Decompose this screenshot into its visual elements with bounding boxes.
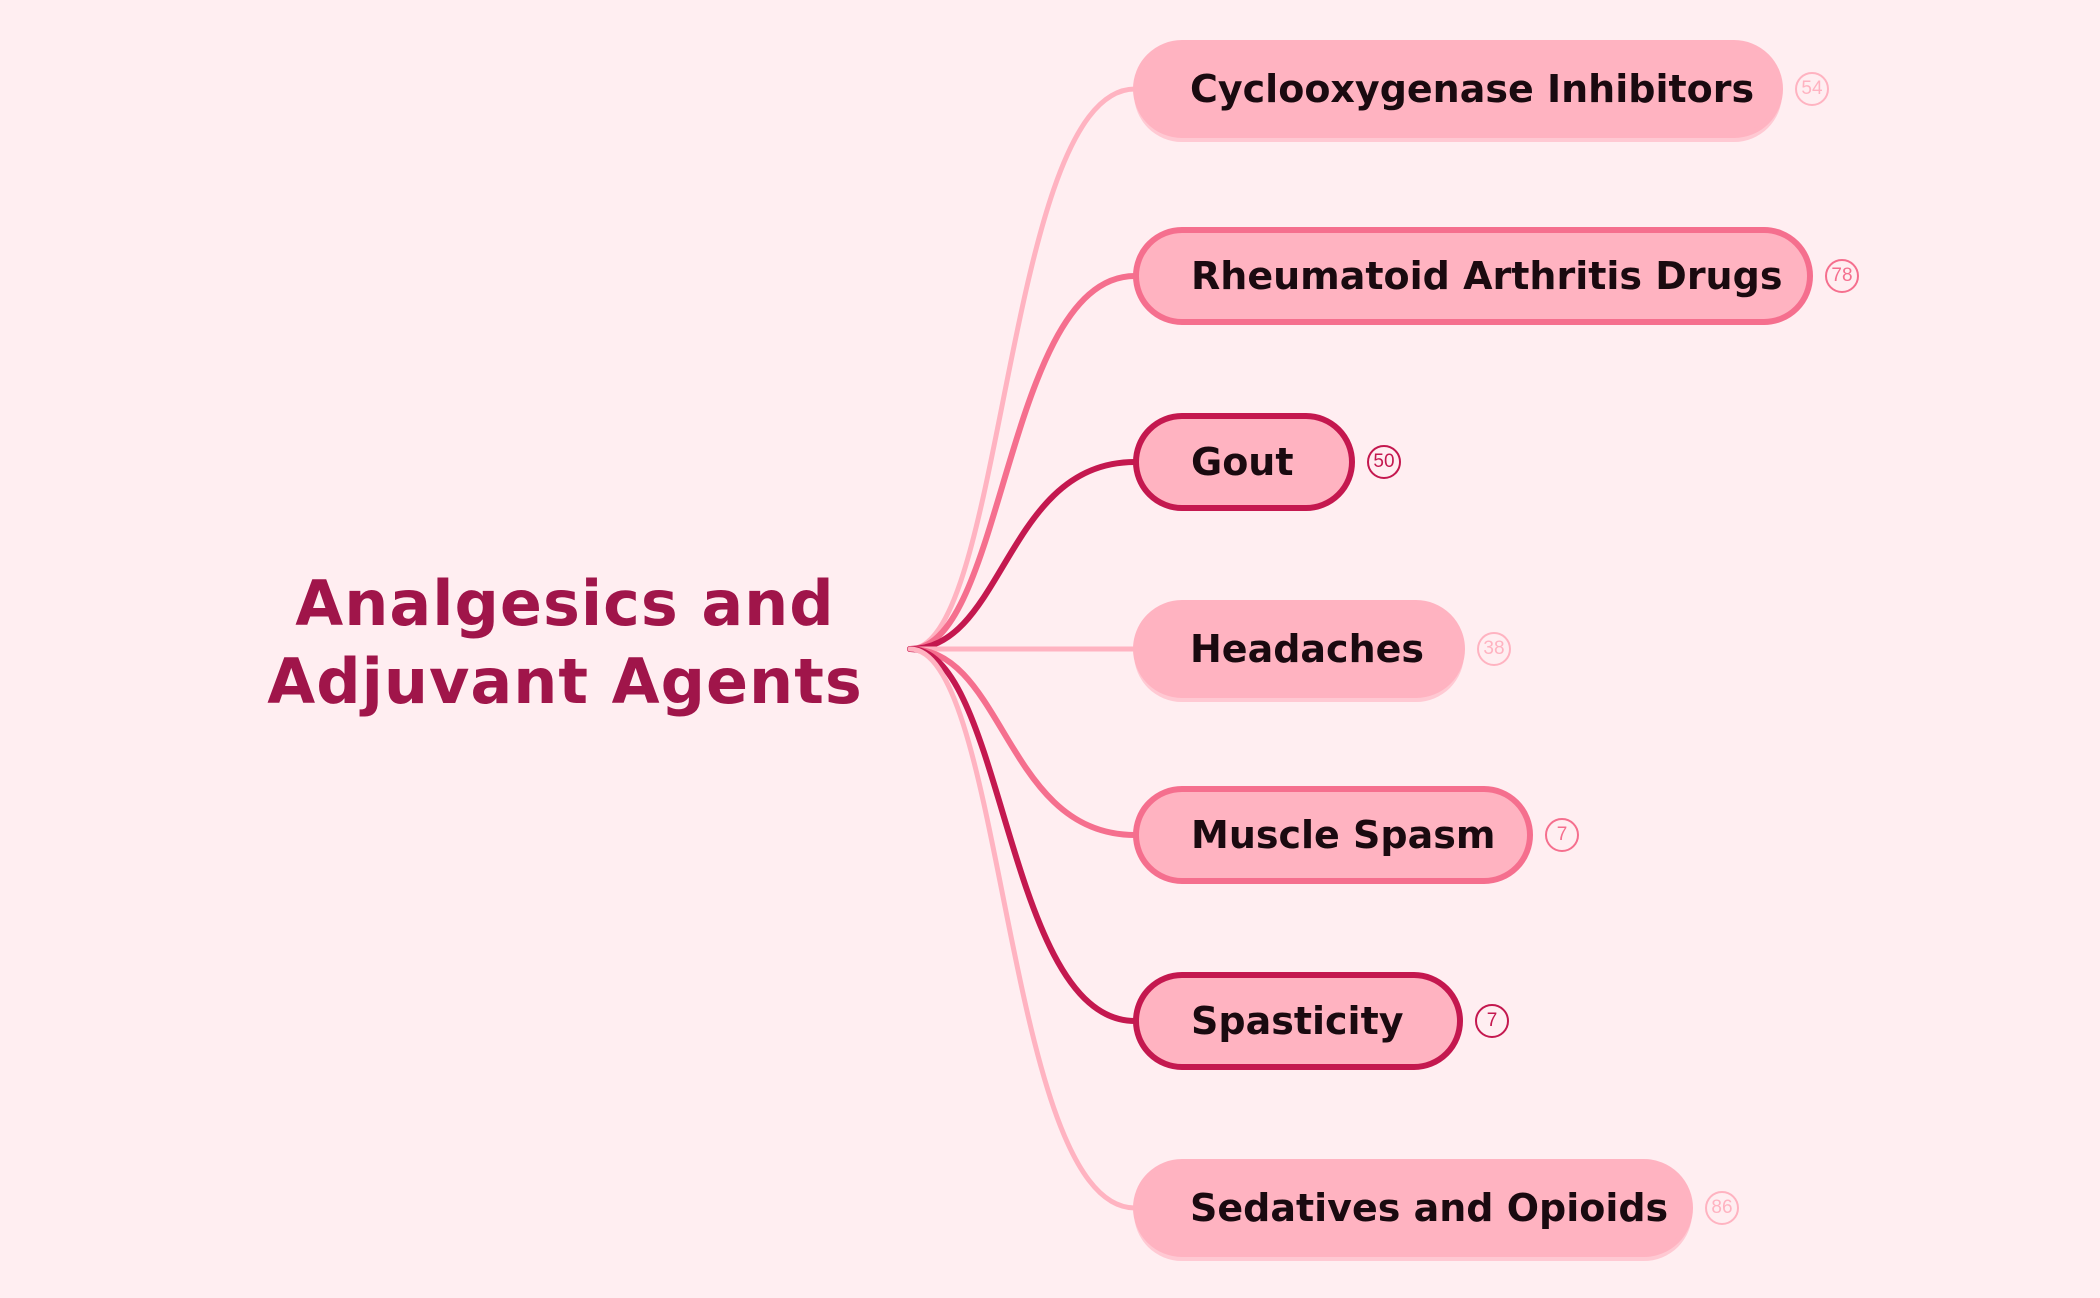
central-topic-line-2: Adjuvant Agents bbox=[267, 645, 863, 718]
central-topic[interactable]: Analgesics and Adjuvant Agents bbox=[240, 565, 890, 721]
topic-node[interactable]: Muscle Spasm bbox=[1133, 786, 1533, 884]
topic-count: 38 bbox=[1483, 638, 1505, 659]
branch-connector bbox=[907, 646, 1138, 838]
topic-count-badge[interactable]: 7 bbox=[1545, 818, 1579, 852]
topic-label: Spasticity bbox=[1191, 999, 1404, 1043]
topic-count-badge[interactable]: 38 bbox=[1477, 632, 1511, 666]
topic-count: 86 bbox=[1711, 1197, 1733, 1218]
branch-connector bbox=[907, 273, 1138, 652]
topic-label: Sedatives and Opioids bbox=[1190, 1186, 1669, 1230]
branch-connector bbox=[907, 646, 1138, 1211]
topic-count-badge[interactable]: 78 bbox=[1825, 259, 1859, 293]
topic-node[interactable]: Cyclooxygenase Inhibitors bbox=[1133, 40, 1783, 138]
topic-node[interactable]: Spasticity bbox=[1133, 972, 1463, 1070]
topic-count: 50 bbox=[1373, 451, 1395, 472]
topic-label: Muscle Spasm bbox=[1191, 813, 1496, 857]
topic-count-badge[interactable]: 54 bbox=[1795, 72, 1829, 106]
topic-label: Gout bbox=[1191, 440, 1294, 484]
topic-count-badge[interactable]: 7 bbox=[1475, 1004, 1509, 1038]
topic-node[interactable]: Gout bbox=[1133, 413, 1355, 511]
topic-count: 54 bbox=[1801, 78, 1823, 99]
topic-count: 78 bbox=[1831, 265, 1853, 286]
topic-count: 7 bbox=[1486, 1010, 1498, 1031]
topic-count-badge[interactable]: 86 bbox=[1705, 1191, 1739, 1225]
topic-label: Cyclooxygenase Inhibitors bbox=[1190, 67, 1755, 111]
branch-connector bbox=[907, 86, 1138, 652]
branch-connector bbox=[907, 459, 1138, 652]
topic-node[interactable]: Headaches bbox=[1133, 600, 1465, 698]
topic-label: Rheumatoid Arthritis Drugs bbox=[1191, 254, 1783, 298]
topic-count: 7 bbox=[1556, 824, 1568, 845]
central-topic-line-1: Analgesics and bbox=[295, 567, 835, 640]
topic-node[interactable]: Rheumatoid Arthritis Drugs bbox=[1133, 227, 1813, 325]
branch-connector bbox=[907, 646, 1138, 1024]
topic-node[interactable]: Sedatives and Opioids bbox=[1133, 1159, 1693, 1257]
topic-label: Headaches bbox=[1190, 627, 1425, 671]
topic-count-badge[interactable]: 50 bbox=[1367, 445, 1401, 479]
